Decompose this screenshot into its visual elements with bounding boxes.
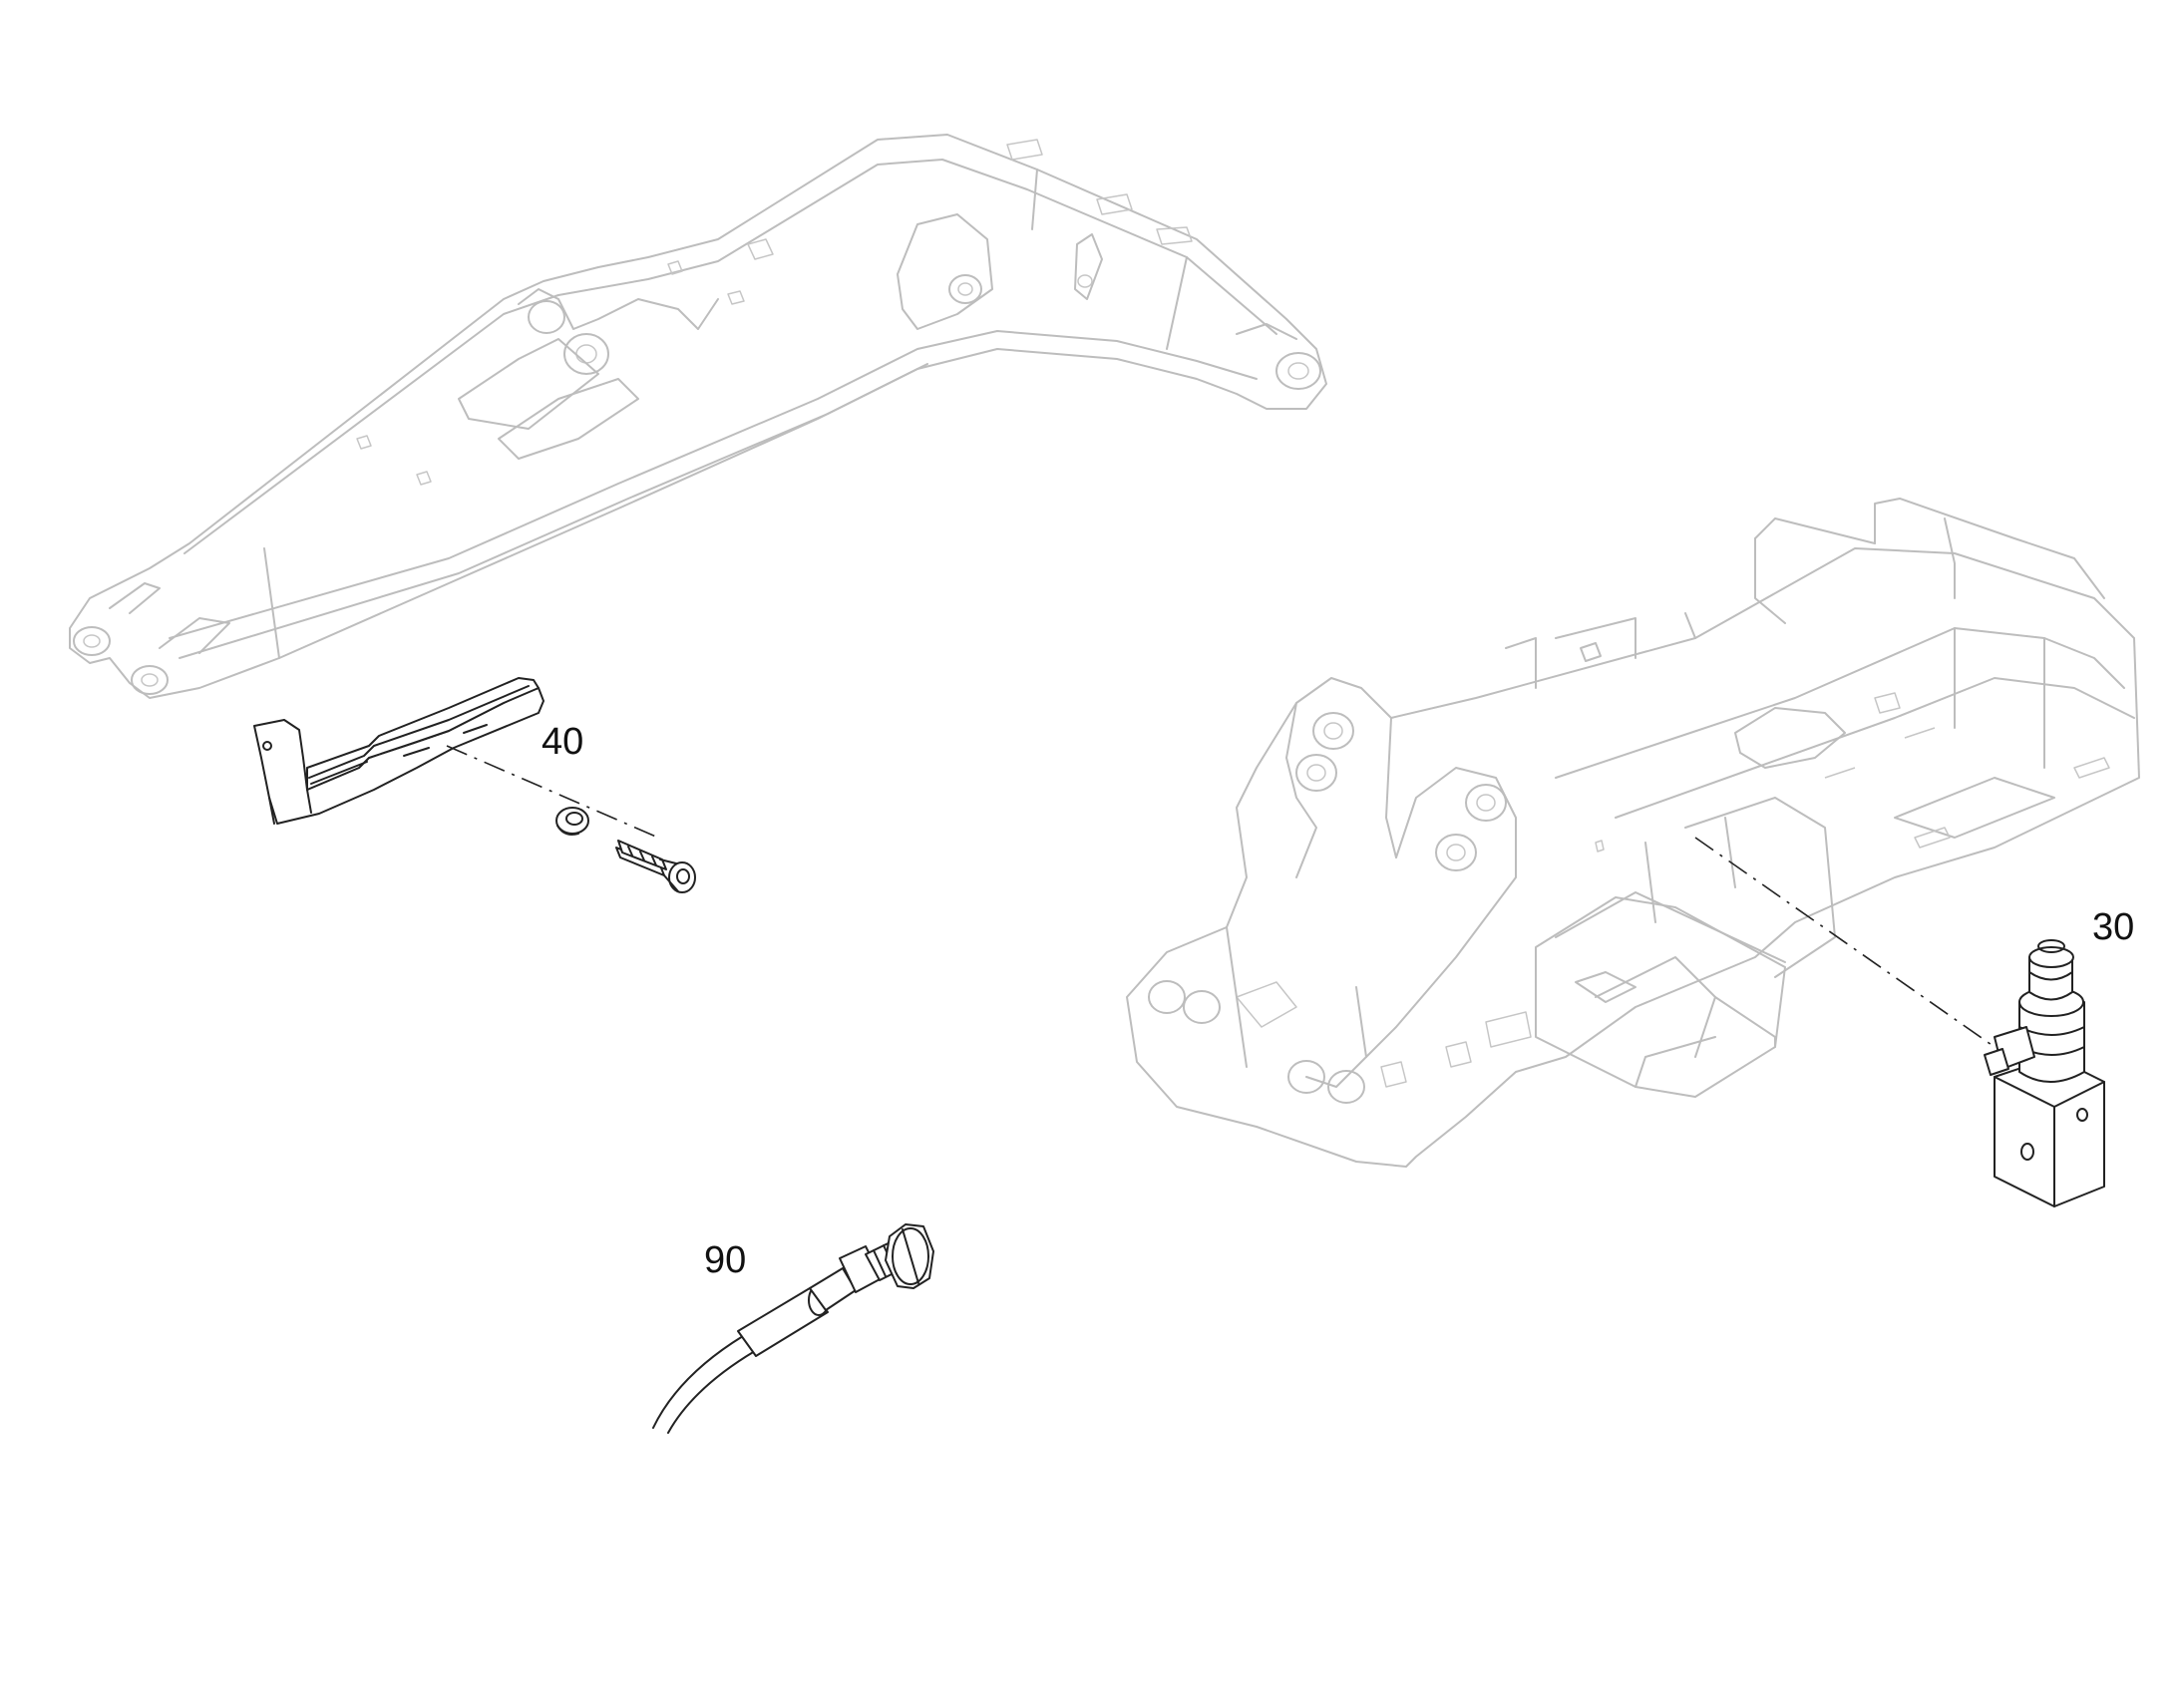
washer bbox=[555, 807, 589, 836]
callout-90: 90 bbox=[704, 1239, 746, 1281]
callout-30: 30 bbox=[2092, 906, 2134, 948]
part-40-bracket-assembly: 40 bbox=[253, 677, 696, 893]
part-90-cable-fitting: 90 bbox=[652, 1223, 934, 1434]
frame-context bbox=[1126, 498, 2140, 1168]
boom-context bbox=[69, 134, 1327, 699]
part-30-valve-block: 30 bbox=[1694, 837, 2134, 1207]
socket-head-bolt bbox=[615, 840, 696, 893]
callout-40: 40 bbox=[542, 721, 583, 763]
